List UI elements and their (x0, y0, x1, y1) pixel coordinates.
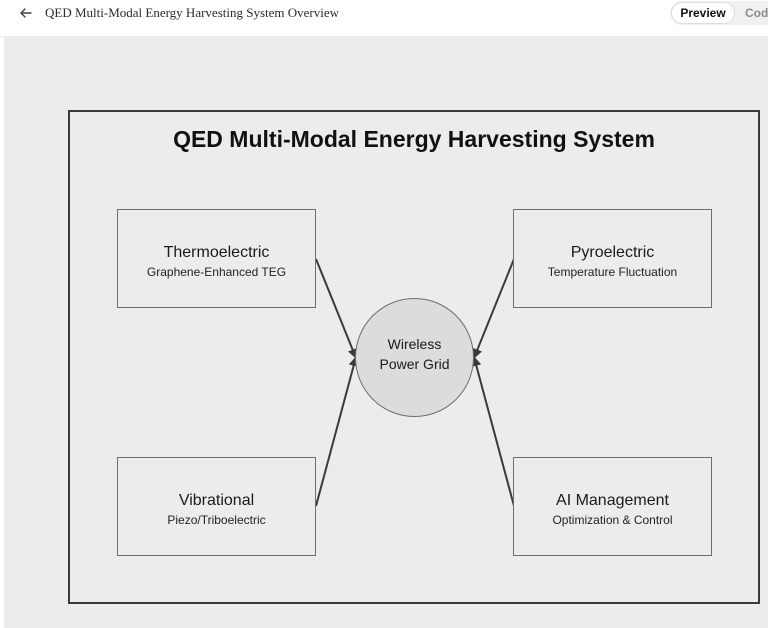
node-subtitle: Temperature Fluctuation (514, 264, 711, 280)
edge-ai-management-to-hub (474, 357, 514, 506)
node-name: Vibrational (118, 491, 315, 511)
hub-wireless-power-grid: Wireless Power Grid (355, 298, 474, 417)
node-vibrational: Vibrational Piezo/Triboelectric (117, 457, 316, 556)
node-thermoelectric: Thermoelectric Graphene-Enhanced TEG (117, 209, 316, 308)
node-subtitle: Graphene-Enhanced TEG (118, 264, 315, 280)
hub-label-line2: Power Grid (356, 354, 473, 374)
node-subtitle: Optimization & Control (514, 512, 711, 528)
node-subtitle: Piezo/Triboelectric (118, 512, 315, 528)
node-name: AI Management (514, 491, 711, 511)
node-pyroelectric: Pyroelectric Temperature Fluctuation (513, 209, 712, 308)
hub-label-line1: Wireless (356, 334, 473, 354)
edge-vibrational-to-hub (316, 357, 356, 506)
node-ai-management: AI Management Optimization & Control (513, 457, 712, 556)
edge-pyroelectric-to-hub (474, 259, 514, 358)
node-name: Pyroelectric (514, 243, 711, 263)
edge-thermoelectric-to-hub (316, 259, 356, 358)
node-name: Thermoelectric (118, 243, 315, 263)
